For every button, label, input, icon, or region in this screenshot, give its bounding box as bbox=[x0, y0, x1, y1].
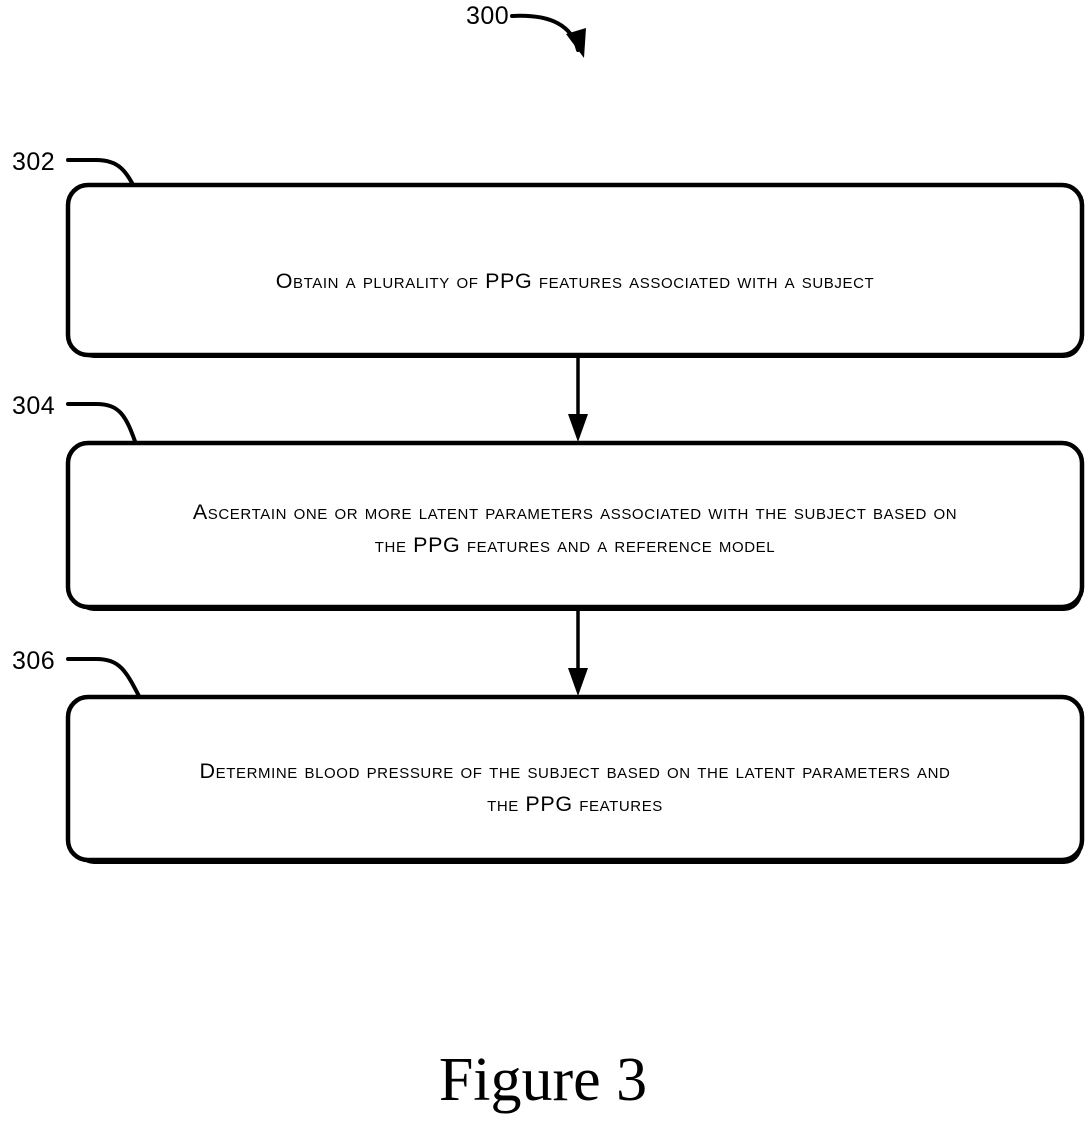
step-306-text-line-1: Determine blood pressure of the subject … bbox=[199, 759, 950, 783]
step-302-ref-label: 302 bbox=[12, 148, 55, 176]
diagram-reference-number: 300 bbox=[466, 2, 509, 30]
step-302-group: 302 Obtain a plurality of PPG features a… bbox=[12, 148, 1085, 358]
step-306-box[interactable] bbox=[65, 694, 1085, 863]
step-302-text-line-1: Obtain a plurality of PPG features assoc… bbox=[276, 269, 875, 293]
step-304-group: 304 Ascertain one or more latent paramet… bbox=[12, 392, 1085, 611]
step-304-text-line-2: the PPG features and a reference model bbox=[375, 533, 775, 557]
diagram-reference-leader bbox=[510, 13, 580, 52]
step-304-text-line-1: Ascertain one or more latent parameters … bbox=[193, 500, 957, 524]
step-304-leader-line bbox=[66, 402, 138, 446]
step-306-group: 306 Determine blood pressure of the subj… bbox=[12, 647, 1085, 864]
figure-caption: Figure 3 bbox=[439, 1046, 647, 1114]
step-304-box[interactable] bbox=[65, 440, 1085, 610]
step-302-box[interactable] bbox=[65, 182, 1085, 358]
step-306-ref-label: 306 bbox=[12, 647, 55, 675]
connector-302-to-304-arrowhead bbox=[568, 414, 588, 442]
diagram-reference-arrowhead bbox=[566, 28, 586, 58]
step-306-text-line-2: the PPG features bbox=[487, 792, 663, 816]
step-304-ref-label: 304 bbox=[12, 392, 55, 420]
connector-304-to-306 bbox=[568, 608, 588, 696]
connector-302-to-304 bbox=[568, 356, 588, 442]
step-306-leader-line bbox=[66, 657, 142, 700]
connector-304-to-306-arrowhead bbox=[568, 668, 588, 696]
